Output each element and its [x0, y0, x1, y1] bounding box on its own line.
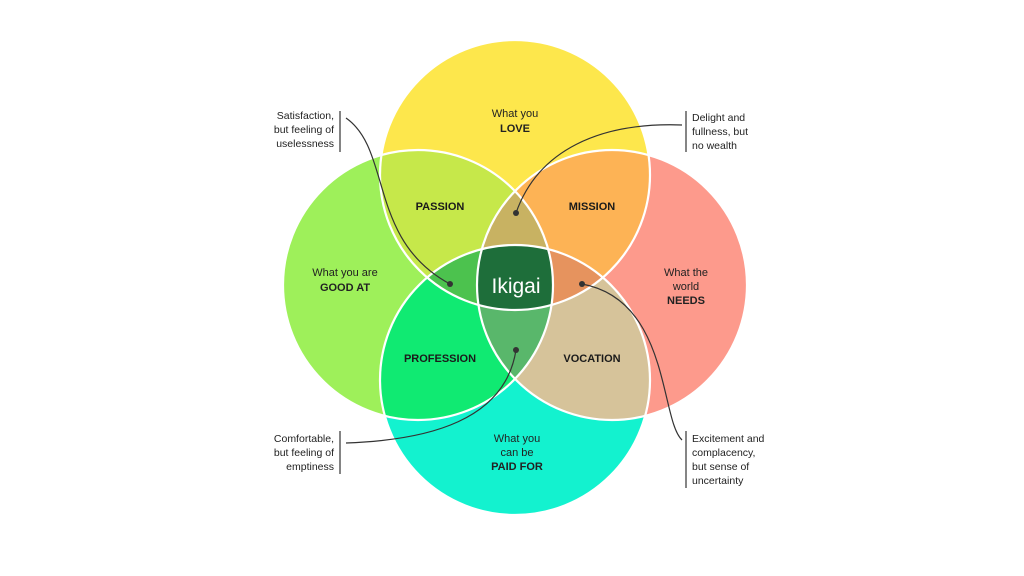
- annotation-top-right-line2: fullness, but: [692, 126, 748, 138]
- dot-love-good-needs: [513, 210, 519, 216]
- needs-label-line2: world: [672, 281, 699, 293]
- passion-label: PASSION: [416, 201, 465, 213]
- annotation-bottom-left-line1: Comfortable,: [274, 433, 334, 445]
- vocation-label: VOCATION: [563, 353, 620, 365]
- good-at-label-line1: What you are: [312, 267, 377, 279]
- annotation-bottom-right-line2: complacency,: [692, 447, 755, 459]
- annotation-bottom-left-line2: but feeling of: [274, 447, 334, 459]
- dot-good-needs-paid: [513, 347, 519, 353]
- love-label-line2: LOVE: [500, 123, 530, 135]
- needs-label-line3: NEEDS: [667, 295, 705, 307]
- ikigai-label: Ikigai: [491, 275, 540, 298]
- connector-top-left: [345, 117, 451, 285]
- annotation-bottom-right-line1: Excitement and: [692, 433, 765, 445]
- connector-top-right: [515, 124, 683, 214]
- good-at-label-line2: GOOD AT: [320, 282, 370, 294]
- needs-label-line1: What the: [664, 267, 708, 279]
- annotation-bottom-right-line4: uncertainty: [692, 475, 744, 487]
- profession-label: PROFESSION: [404, 353, 476, 365]
- annotation-top-right-line3: no wealth: [692, 140, 737, 152]
- annotation-bottom-right-line3: but sense of: [692, 461, 749, 473]
- annotation-bottom-left-line3: emptiness: [286, 461, 334, 473]
- annotation-top-right-line1: Delight and: [692, 112, 745, 124]
- annotation-top-left-line1: Satisfaction,: [277, 110, 334, 122]
- paid-for-label-line3: PAID FOR: [491, 461, 543, 473]
- connector-bottom-left: [345, 349, 517, 444]
- paid-for-label-line2: can be: [500, 447, 533, 459]
- paid-for-label-line1: What you: [494, 433, 540, 445]
- mission-label: MISSION: [569, 201, 616, 213]
- connector-bottom-right: [581, 283, 683, 441]
- annotation-top-left-line2: but feeling of: [274, 124, 334, 136]
- love-label-line1: What you: [492, 108, 538, 120]
- dot-love-good-paid: [447, 281, 453, 287]
- annotation-top-left-line3: uselessness: [276, 138, 334, 150]
- dot-love-needs-paid: [579, 281, 585, 287]
